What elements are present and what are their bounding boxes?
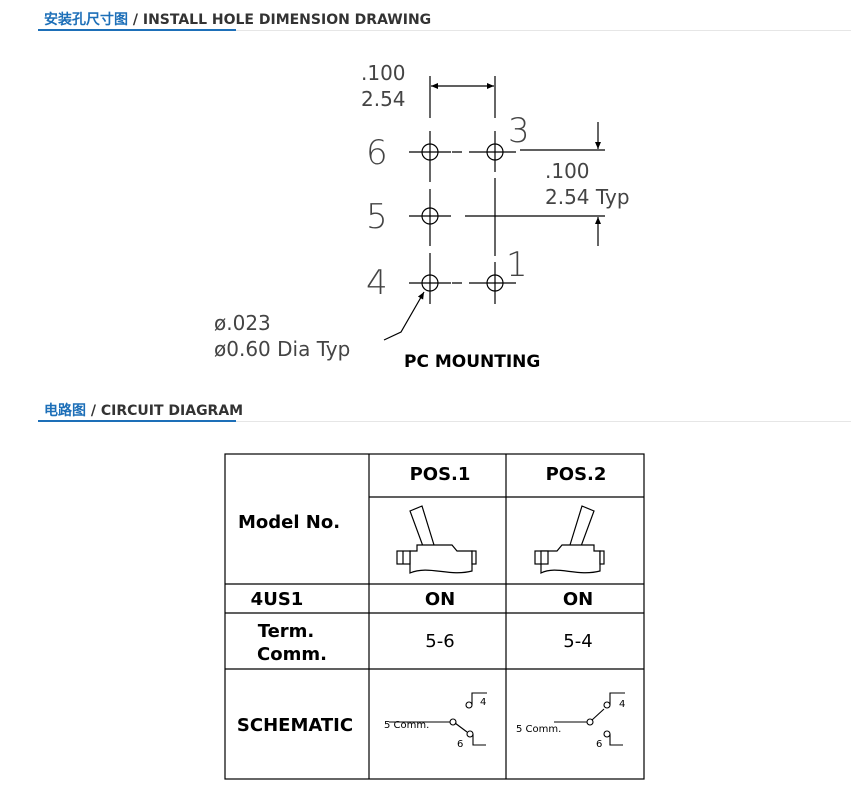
pos2-state: ON: [563, 589, 593, 610]
schematic-pos2-pin6: 6: [596, 739, 602, 750]
term-label-line2: Comm.: [257, 644, 327, 665]
schematic-pos2-pin4: 4: [619, 699, 625, 710]
pos2-terminals: 5-4: [563, 631, 592, 652]
install-hole-drawing: .100 2.54 .100 2.54 Typ 6 5 4 3 1 ø.023 …: [214, 61, 630, 372]
hole-5: [409, 197, 451, 236]
pos1-state: ON: [425, 589, 455, 610]
pin-label-4: 4: [366, 263, 388, 303]
pin-label-3: 3: [508, 111, 530, 151]
section-title-circuit: 电路图 / CIRCUIT DIAGRAM: [44, 403, 244, 419]
hole-3: [475, 131, 516, 172]
schematic-pos1: [389, 692, 487, 746]
header-pos2: POS.2: [546, 464, 607, 485]
hole-4: [409, 262, 451, 304]
dim-side-mm: 2.54 Typ: [545, 185, 630, 209]
hole-dia-mm: ø0.60 Dia Typ: [214, 337, 350, 361]
pos1-terminals: 5-6: [425, 631, 454, 652]
hole-1: [475, 262, 516, 304]
dim-top-mm: 2.54: [361, 87, 406, 111]
section-header-circuit: 电路图 / CIRCUIT DIAGRAM: [38, 397, 851, 422]
section-underline: [38, 420, 236, 422]
model-value: 4US1: [251, 589, 304, 610]
model-no-label: Model No.: [238, 512, 340, 533]
switch-illustration-pos2: [534, 505, 605, 574]
schematic-pos1-comm: 5 Comm.: [384, 720, 429, 731]
dim-side-inch: .100: [545, 159, 590, 183]
term-label-line1: Term.: [258, 621, 315, 642]
hole-6: [409, 131, 451, 172]
pin-label-1: 1: [506, 245, 528, 285]
schematic-pos2-comm: 5 Comm.: [516, 724, 561, 735]
table-border: [224, 453, 645, 780]
circuit-table: POS.1 POS.2 Model No. 4US1 ON ON Term. C…: [224, 453, 645, 780]
header-pos1: POS.1: [410, 464, 471, 485]
section-title-install: 安装孔尺寸图 / INSTALL HOLE DIMENSION DRAWING: [44, 12, 432, 28]
hole-leader-line: [383, 291, 425, 341]
section-header-install: 安装孔尺寸图 / INSTALL HOLE DIMENSION DRAWING: [38, 6, 851, 31]
section-underline: [38, 29, 236, 31]
hole-dia-inch: ø.023: [214, 311, 271, 335]
drawing-caption: PC MOUNTING: [404, 352, 540, 372]
schematic-pos1-pin4: 4: [480, 697, 486, 708]
dim-top-inch: .100: [361, 61, 406, 85]
schematic-pos1-pin6: 6: [457, 739, 463, 750]
schematic-pos2: [554, 692, 625, 746]
pin-label-6: 6: [366, 133, 388, 173]
switch-illustration-pos1: [396, 505, 477, 574]
pin-label-5: 5: [366, 197, 388, 237]
schematic-label: SCHEMATIC: [237, 715, 353, 736]
